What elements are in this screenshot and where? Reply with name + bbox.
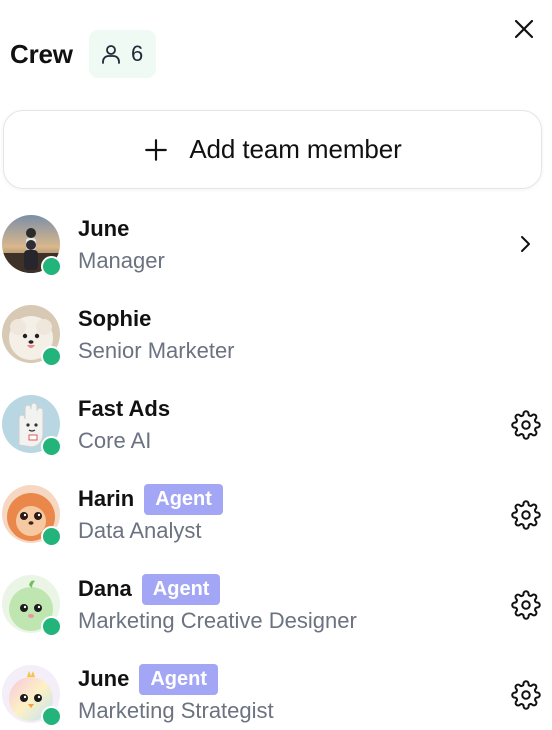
member-role: Senior Marketer [78,338,235,363]
member-role: Marketing Strategist [78,698,274,723]
member-role: Manager [78,248,165,273]
member-name-line: Harin Agent [78,483,223,515]
add-team-member-label: Add team member [189,134,402,164]
close-icon [514,19,534,39]
panel-header: Crew 6 [0,0,552,100]
member-name-line: Sophie [78,304,151,334]
panel-title: Crew [10,39,73,69]
member-row[interactable]: June Agent Marketing Strategist [0,662,552,730]
member-row[interactable]: Fast Ads Core AI [0,392,552,482]
member-role: Core AI [78,428,152,453]
member-name-line: June Agent [78,663,219,695]
agent-badge: Agent [139,663,219,695]
avatar [2,665,60,723]
member-count-badge: 6 [89,30,156,78]
member-row[interactable]: Harin Agent Data Analyst [0,482,552,572]
member-name: June [78,216,130,241]
agent-badge: Agent [141,573,221,605]
member-name: Harin [78,486,135,511]
online-status-indicator [41,616,62,637]
member-role: Marketing Creative Designer [78,608,357,633]
member-name: Sophie [78,306,152,331]
online-status-indicator [41,526,62,547]
add-team-member-button[interactable]: Add team member [3,110,542,189]
member-name-line: June [78,214,129,244]
member-row[interactable]: June Manager [0,212,552,302]
online-status-indicator [41,706,62,727]
member-name: June [78,666,130,691]
member-name-line: Dana Agent [78,573,221,605]
member-name: Dana [78,576,132,601]
member-row[interactable]: Dana Agent Marketing Creative Designer [0,572,552,662]
member-count: 6 [131,41,144,66]
online-status-indicator [41,346,62,367]
gear-icon[interactable] [511,500,541,530]
member-row[interactable]: Sophie Senior Marketer [0,302,552,392]
agent-badge: Agent [144,483,223,515]
plus-icon [145,138,168,161]
gear-icon[interactable] [511,410,541,440]
online-status-indicator [41,256,62,277]
close-button[interactable] [511,16,537,42]
gear-icon[interactable] [511,590,541,620]
member-name: Fast Ads [78,396,171,421]
chevron-right-icon[interactable] [515,234,535,254]
online-status-indicator [41,436,62,457]
gear-icon[interactable] [511,680,541,710]
member-name-line: Fast Ads [78,394,170,424]
user-icon [102,45,120,64]
member-role: Data Analyst [78,518,202,543]
